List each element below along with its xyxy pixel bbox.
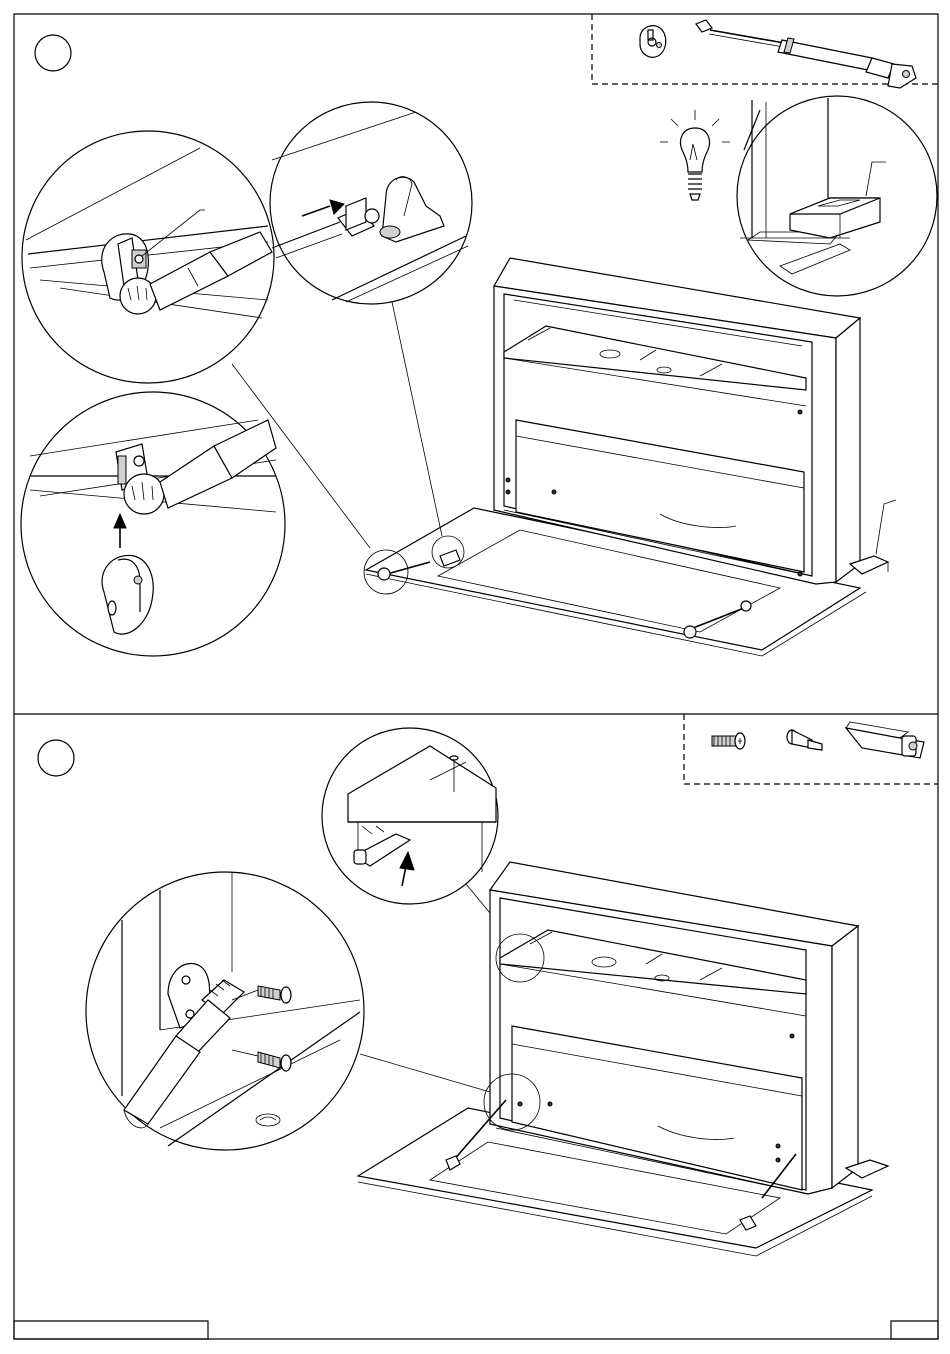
- footer-right-box: [891, 1321, 938, 1339]
- spacer-block-detail: [737, 96, 937, 296]
- step-2-parts-box: [684, 714, 938, 784]
- dowel-pin-icon: [787, 730, 822, 750]
- catch-clip-icon: [846, 722, 924, 758]
- footer-left-box: [14, 1321, 208, 1339]
- step-1-parts-box: [592, 14, 938, 88]
- step-2-number-circle: [38, 740, 74, 776]
- strut-ball-end-detail: [22, 131, 274, 383]
- strut-clip-up-detail: [21, 392, 285, 656]
- catch-clip-install-detail: [322, 728, 498, 904]
- step-2-cabinet: [358, 862, 888, 1256]
- lightbulb-icon: [660, 110, 730, 200]
- gas-strut-icon: [696, 20, 916, 88]
- step-1-cabinet: [364, 258, 896, 656]
- screw-icon: [712, 733, 745, 749]
- step-1-number-circle: [35, 35, 71, 71]
- strut-bracket-push-on-detail: [270, 102, 472, 304]
- strut-screw-fixing-detail: [86, 872, 364, 1150]
- gas-strut-bracket-icon: [640, 26, 666, 58]
